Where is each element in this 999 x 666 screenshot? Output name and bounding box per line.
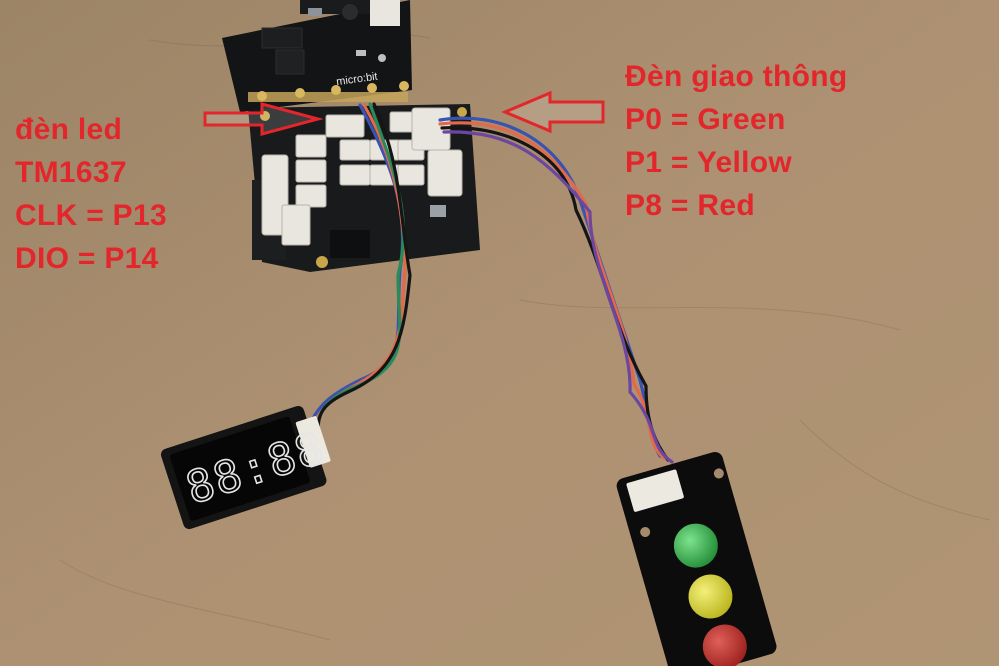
microbit-logo-text: micro:bit	[336, 71, 379, 89]
tm1637-clk-pin: CLK = P13	[15, 199, 167, 232]
tm1637-dio-pin: DIO = P14	[15, 242, 159, 275]
tm1637-annotation: đèn led TM1637 CLK = P13 DIO = P14	[15, 108, 167, 280]
table-scratch	[799, 419, 991, 521]
microbit-board: micro:bit	[222, 0, 412, 112]
led-display-module: 88:88	[160, 405, 332, 530]
tm1637-title: đèn led	[15, 113, 123, 146]
shield-board	[248, 104, 480, 272]
traffic-light-title: Đèn giao thông	[625, 60, 848, 93]
arrow-left-icon	[501, 90, 605, 134]
traffic-light-p1: P1 = Yellow	[625, 146, 793, 179]
traffic-light-annotation: Đèn giao thông P0 = Green P1 = Yellow P8…	[625, 55, 848, 227]
arrow-right-icon	[203, 102, 324, 136]
led-green	[673, 523, 718, 568]
table-scratch	[59, 559, 331, 641]
traffic-light-p0: P0 = Green	[625, 103, 786, 136]
traffic-light-p8: P8 = Red	[625, 189, 755, 222]
tm1637-model: TM1637	[15, 156, 127, 189]
traffic-light-module	[616, 451, 777, 666]
led-yellow	[688, 574, 733, 619]
led-red	[702, 624, 747, 666]
cable-to-display	[310, 102, 412, 434]
cable-to-traffic-light	[438, 116, 674, 464]
table-scratch	[519, 299, 901, 331]
